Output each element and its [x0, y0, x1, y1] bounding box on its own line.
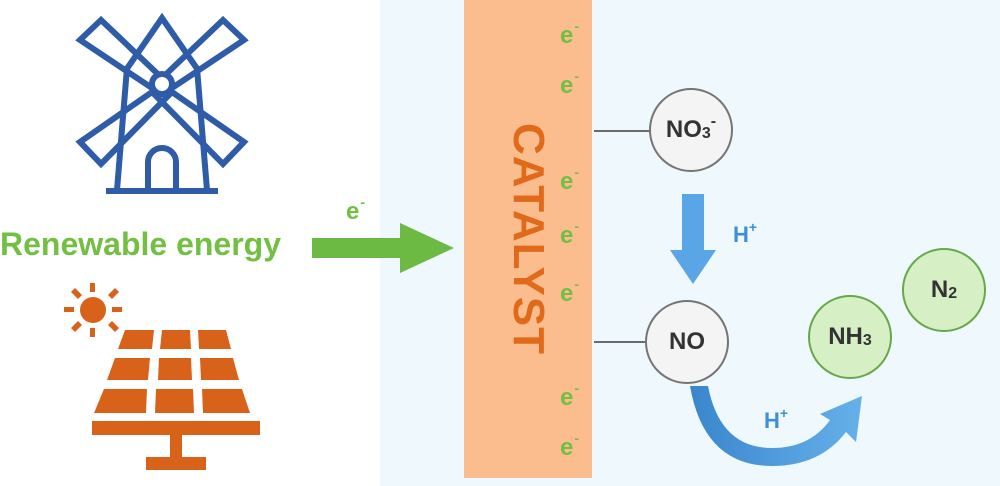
electron-charge: - — [360, 194, 366, 210]
no-molecule: NO — [645, 300, 729, 384]
electron-charge: - — [574, 164, 580, 180]
transfer-electron-label: e- — [346, 194, 365, 226]
electron-symbol: e — [346, 198, 360, 225]
species-charge: - — [710, 113, 717, 130]
electron-symbol: e — [560, 22, 574, 49]
electron-symbol: e — [560, 280, 574, 307]
electron-charge: - — [574, 18, 580, 34]
electron-charge: - — [574, 430, 580, 446]
electron-symbol: e — [560, 168, 574, 195]
proton-label-step2: H+ — [764, 405, 789, 434]
nitrate-adsorption-bond — [594, 130, 650, 132]
surface-electron: e- — [560, 380, 579, 412]
catalyst-electrode — [464, 0, 592, 478]
surface-electron: e- — [560, 18, 579, 50]
proton-symbol: H — [733, 222, 749, 247]
sun-icon — [80, 297, 106, 323]
species-base: N — [930, 276, 949, 303]
species-base: NH — [828, 323, 863, 350]
surface-electron: e- — [560, 164, 579, 196]
surface-electron: e- — [560, 430, 579, 462]
species-base: NO — [665, 116, 702, 143]
proton-label-step1: H+ — [733, 219, 758, 248]
windmill-icon — [75, 12, 249, 194]
surface-electron: e- — [560, 218, 579, 250]
electron-symbol: e — [560, 222, 574, 249]
electron-transfer-arrow — [312, 223, 454, 273]
catalyst-label: CATALYST — [504, 122, 553, 356]
electron-symbol: e — [560, 72, 574, 99]
electron-charge: - — [574, 276, 580, 292]
surface-electron: e- — [560, 276, 579, 308]
species-subscript: 2 — [948, 285, 958, 302]
species-subscript: 3 — [862, 332, 872, 349]
no-adsorption-bond — [594, 341, 650, 343]
species-base: NO — [669, 328, 705, 355]
electron-charge: - — [574, 380, 580, 396]
proton-charge: + — [748, 219, 758, 235]
surface-electron: e- — [560, 68, 579, 100]
electron-charge: - — [574, 218, 580, 234]
reduction-arrow-curved — [690, 386, 862, 466]
electron-symbol: e — [560, 434, 574, 461]
species-subscript: 3 — [701, 125, 711, 142]
proton-symbol: H — [764, 408, 780, 433]
renewable-energy-label: Renewable energy — [0, 226, 281, 262]
electron-symbol: e — [560, 384, 574, 411]
reduction-arrow-down — [670, 194, 716, 284]
solar-panel-icon — [64, 283, 260, 470]
electron-charge: - — [574, 68, 580, 84]
proton-charge: + — [779, 405, 789, 421]
